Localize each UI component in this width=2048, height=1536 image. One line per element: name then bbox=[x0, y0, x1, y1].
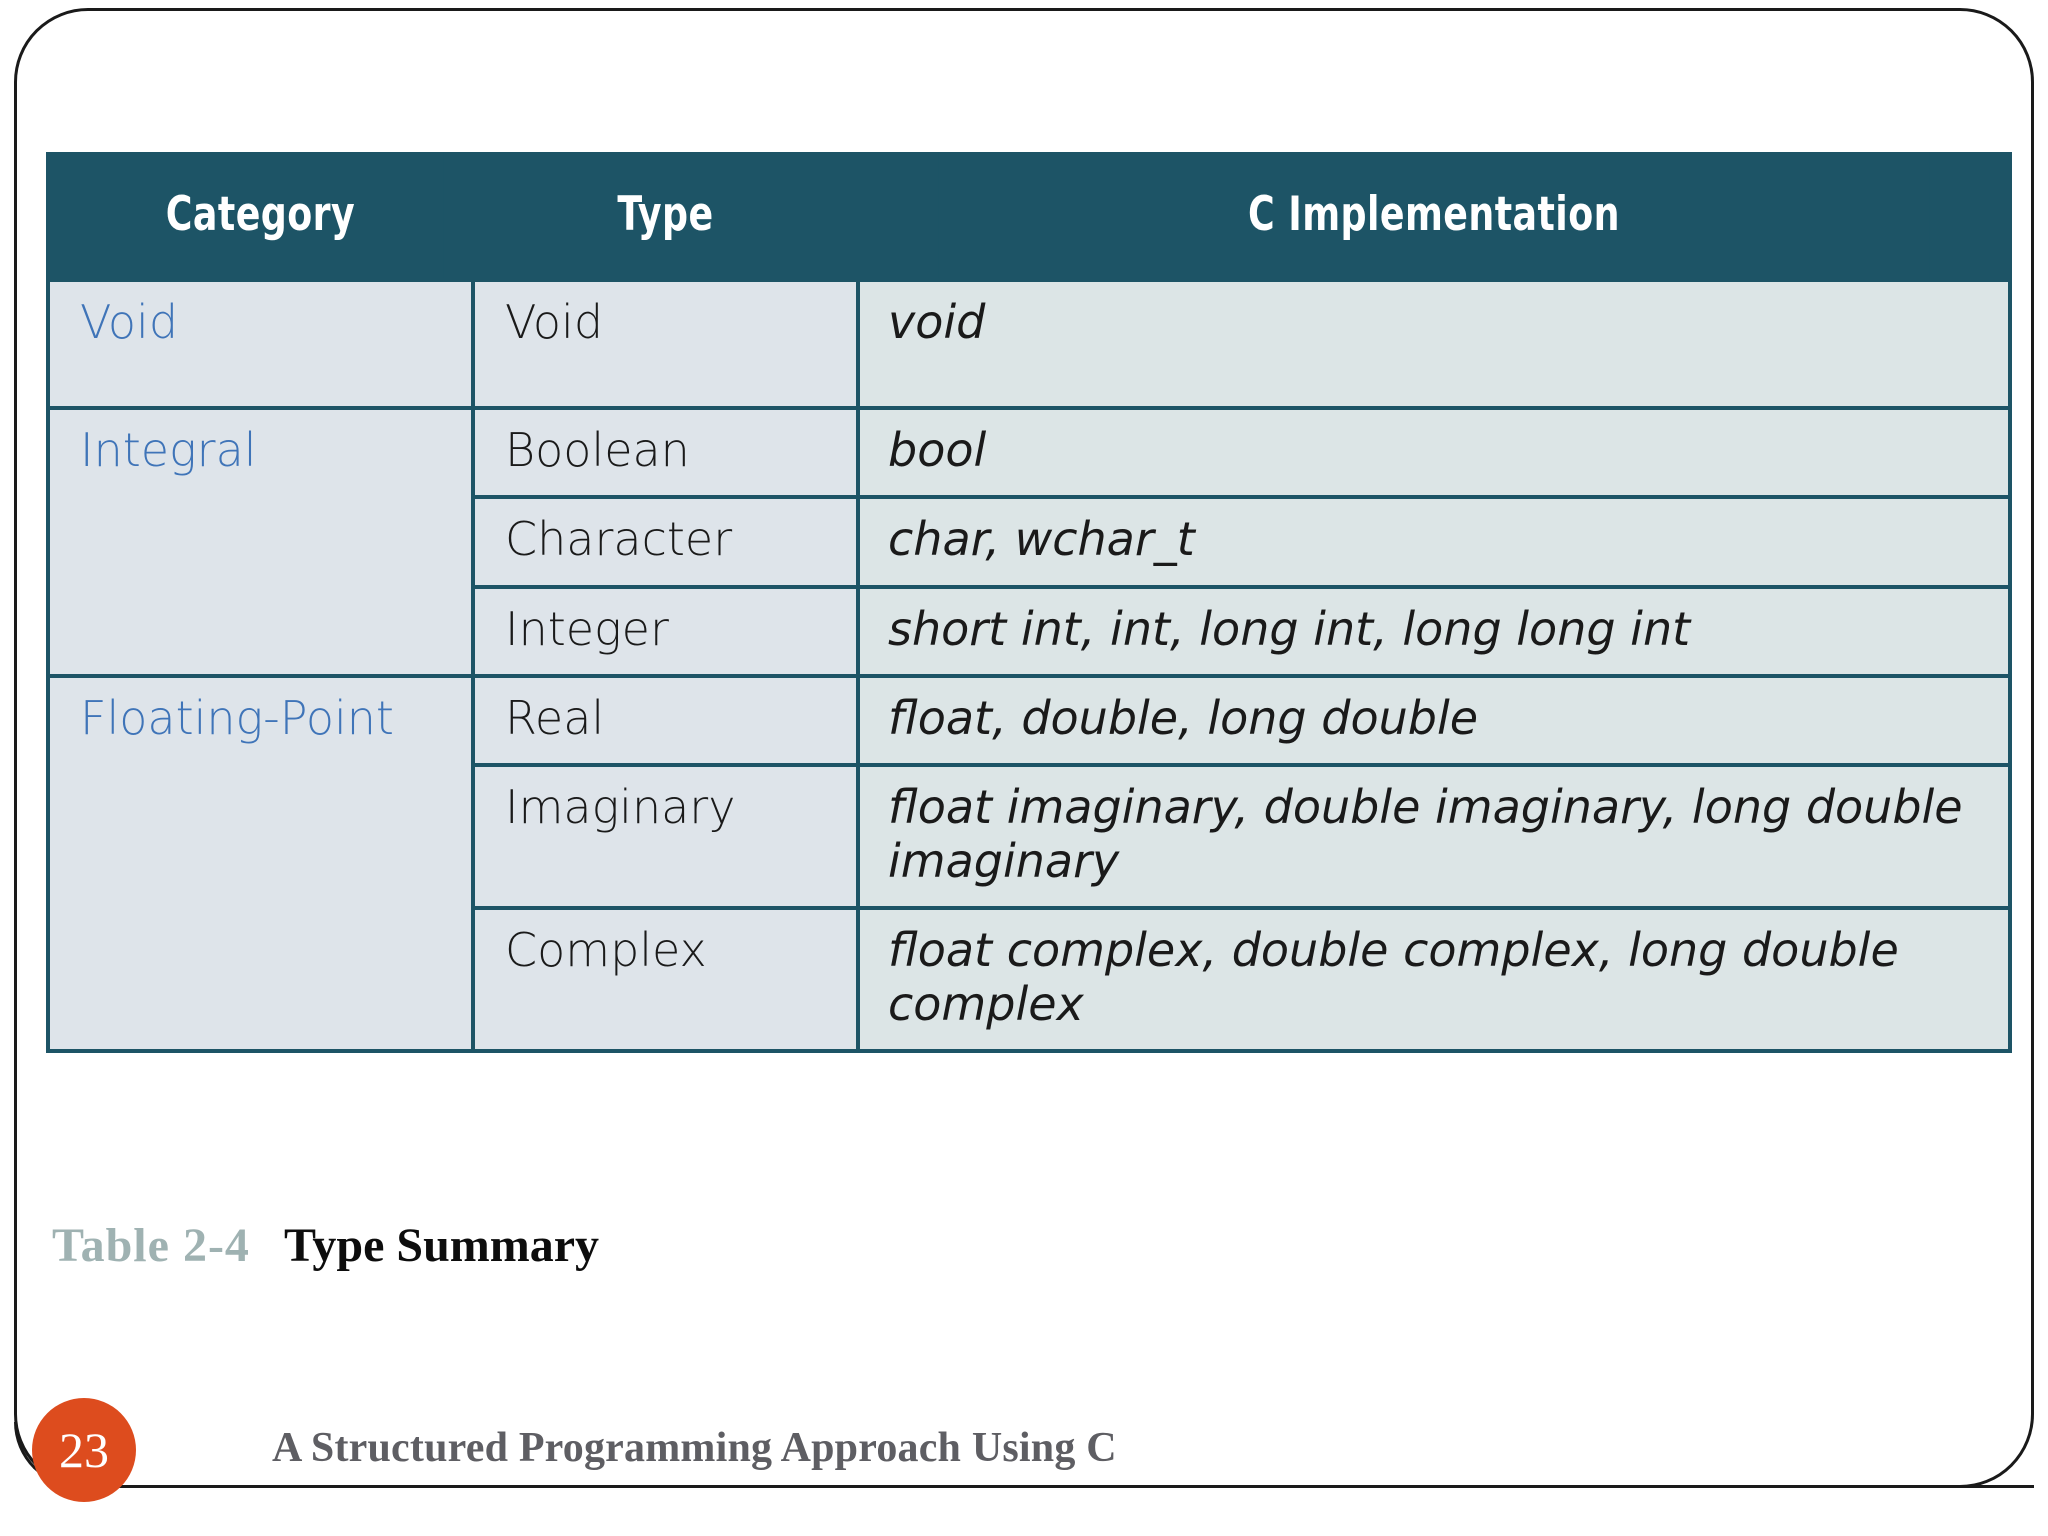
cell-type-complex: Complex bbox=[471, 906, 860, 1053]
cell-type-integer: Integer bbox=[471, 584, 860, 679]
column-header-category: Category bbox=[77, 152, 444, 280]
cell-implementation-integer: short int, int, long int, long long int bbox=[856, 584, 2012, 679]
cell-type-imaginary: Imaginary bbox=[471, 763, 860, 911]
table-body: Void Void void Integral Boolean bool Cha… bbox=[46, 278, 2012, 1053]
cell-implementation-character: char, wchar_t bbox=[856, 495, 2012, 589]
table-row: Character char, wchar_t bbox=[48, 495, 2012, 589]
table-row: Integral Boolean bool bbox=[46, 405, 2012, 679]
caption-label: Table 2-4 bbox=[52, 1219, 250, 1272]
cell-category-void: Void bbox=[46, 278, 475, 410]
caption-title: Type Summary bbox=[283, 1219, 600, 1272]
table-row: Complex float complex, double complex, l… bbox=[48, 906, 2012, 1053]
cell-implementation-boolean: bool bbox=[856, 405, 2012, 500]
table-header-row: Category Type C Implementation bbox=[48, 152, 2010, 280]
table-row: Imaginary float imaginary, double imagin… bbox=[48, 763, 2012, 911]
table-row: Floating-Point Real float, double, long … bbox=[46, 674, 2012, 1053]
type-summary-table-container: Category Type C Implementation Void Void… bbox=[46, 152, 2012, 1053]
page-number-badge: 23 bbox=[32, 1398, 136, 1502]
cell-implementation-complex: float complex, double complex, long doub… bbox=[856, 906, 2012, 1053]
table-row: Void Void void bbox=[46, 278, 2012, 410]
table-header: Category Type C Implementation bbox=[48, 152, 2010, 280]
table-row: Integer short int, int, long int, long l… bbox=[48, 584, 2012, 679]
cell-type-real: Real bbox=[471, 674, 860, 768]
cell-type-boolean: Boolean bbox=[471, 405, 860, 500]
column-header-type: Type bbox=[499, 152, 832, 280]
cell-type-void: Void bbox=[471, 278, 860, 410]
table-caption: Table 2-4 Type Summary bbox=[52, 1218, 599, 1273]
cell-category-integral: Integral bbox=[46, 405, 475, 679]
cell-type-character: Character bbox=[471, 495, 860, 589]
type-summary-table: Category Type C Implementation Void Void… bbox=[46, 152, 2012, 1053]
cell-implementation-real: float, double, long double bbox=[856, 674, 2012, 768]
cell-category-floating-point: Floating-Point bbox=[46, 674, 475, 1053]
column-header-c-implementation: C Implementation bbox=[938, 152, 1930, 280]
footer-book-title: A Structured Programming Approach Using … bbox=[272, 1425, 1117, 1471]
cell-implementation-imaginary: float imaginary, double imaginary, long … bbox=[856, 763, 2012, 911]
cell-implementation-void: void bbox=[856, 278, 2012, 410]
